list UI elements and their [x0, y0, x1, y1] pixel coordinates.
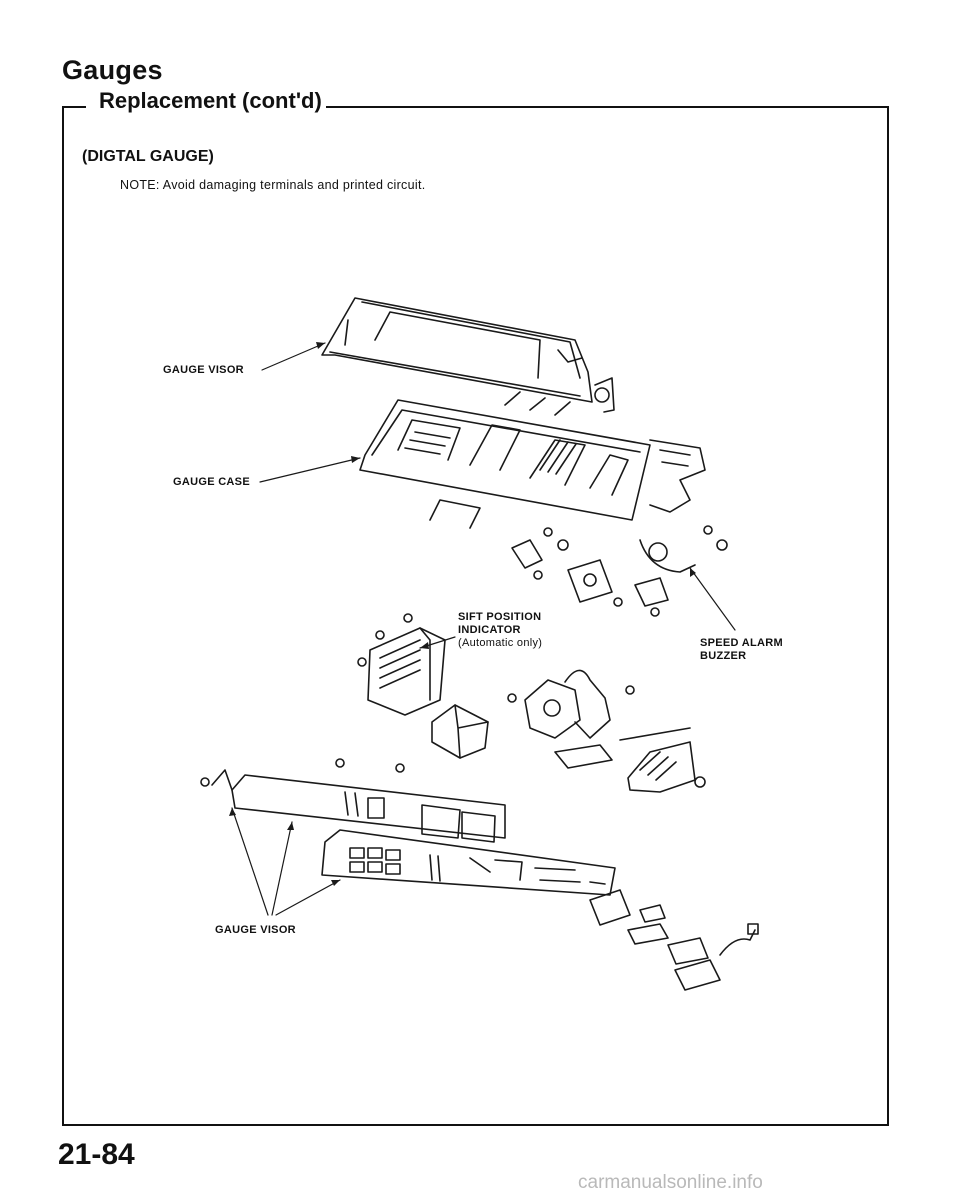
page-heading: Gauges	[62, 55, 163, 85]
small-connector-parts	[589, 889, 759, 991]
watermark: carmanualsonline.info	[578, 1172, 763, 1193]
front-panel-part	[211, 769, 506, 843]
label-shift-position-indicator: SIFT POSITION INDICATOR (Automatic only)	[458, 611, 542, 650]
relay-block-part	[431, 704, 489, 759]
frame-top-right-rule	[316, 106, 889, 108]
label-speed-alarm-line2: BUZZER	[700, 650, 747, 662]
bracket-parts	[511, 539, 696, 607]
frame-top-left-rule	[62, 106, 86, 108]
label-speed-alarm-line1: SPEED ALARM	[700, 637, 783, 649]
shift-position-indicator-part	[367, 627, 446, 716]
label-speed-alarm-buzzer: SPEED ALARM BUZZER	[700, 637, 783, 663]
label-shift-line2: INDICATOR	[458, 624, 521, 636]
content-frame	[62, 106, 889, 1126]
page-number: 21-84	[58, 1138, 135, 1171]
subheading: (DIGTAL GAUGE)	[82, 148, 214, 165]
leader-arrowheads	[229, 342, 696, 886]
hardware-screws	[200, 525, 728, 788]
label-gauge-case: GAUGE CASE	[173, 476, 250, 488]
section-heading: Replacement (cont'd)	[95, 88, 326, 114]
speed-alarm-buzzer-part	[524, 669, 696, 793]
lens-panel-part	[321, 829, 616, 896]
label-gauge-visor-top: GAUGE VISOR	[163, 364, 244, 376]
label-shift-note: (Automatic only)	[458, 637, 543, 649]
leader-lines	[231, 342, 736, 916]
gauge-case-part	[359, 391, 706, 529]
label-shift-line1: SIFT POSITION	[458, 611, 542, 623]
note-text: NOTE: Avoid damaging terminals and print…	[120, 178, 426, 192]
label-gauge-visor-bottom: GAUGE VISOR	[215, 924, 296, 936]
gauge-visor-top-part	[321, 297, 615, 413]
